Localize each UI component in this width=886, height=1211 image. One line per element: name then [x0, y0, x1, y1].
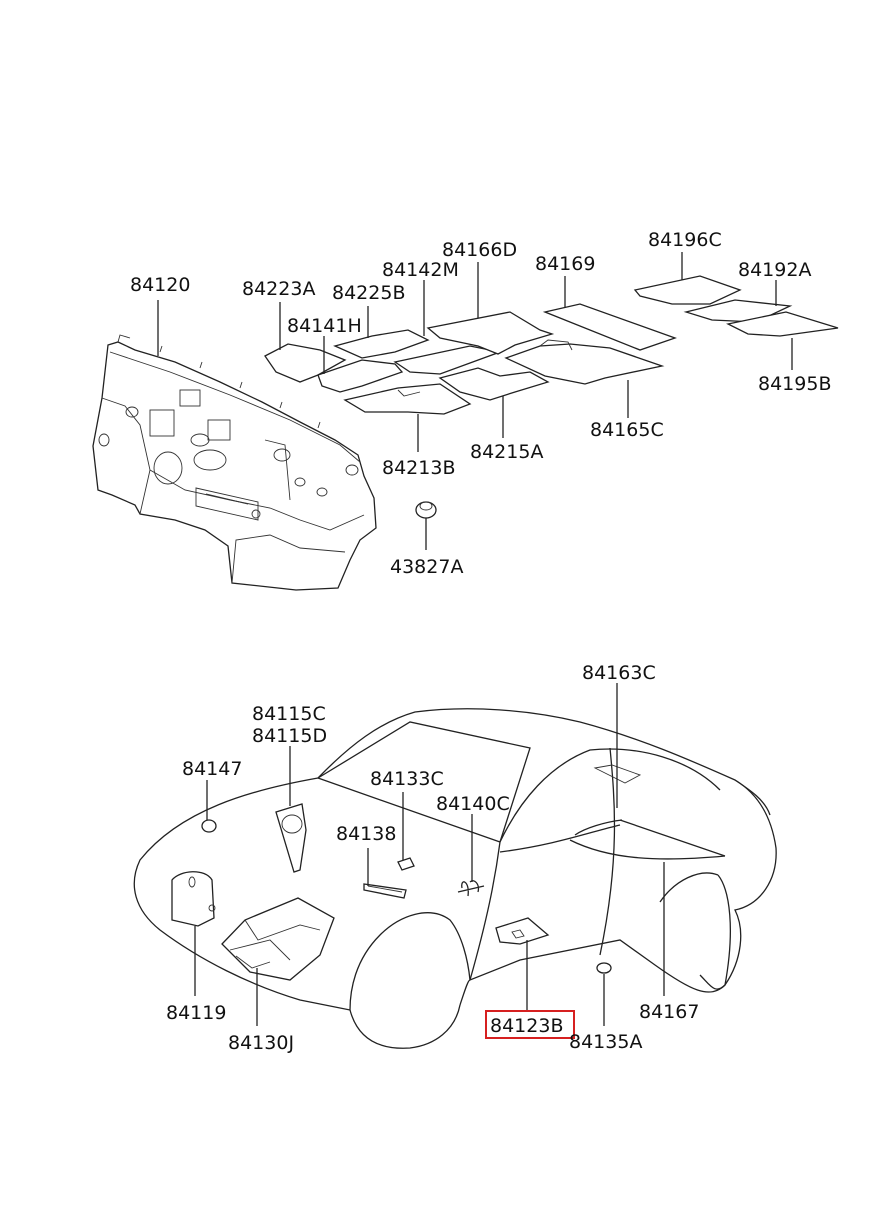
label-84138: 84138: [336, 823, 396, 845]
label-84166D: 84166D: [442, 239, 517, 261]
label-84192A: 84192A: [738, 259, 811, 281]
floor-pad-84195B: [726, 311, 839, 337]
floor-pad-84213B: [343, 383, 472, 415]
leader-lines-upper: [157, 252, 793, 550]
label-84142M: 84142M: [382, 259, 459, 281]
label-84140C: 84140C: [436, 793, 510, 815]
hood-insulator-84115: [275, 803, 307, 873]
part-labels-upper: 84120 84223A 84225B 84142M 84166D 84169 …: [130, 229, 831, 578]
highlight-box: [485, 1010, 575, 1039]
label-84115D: 84115D: [252, 725, 327, 747]
insulator-84130J: [221, 897, 335, 981]
label-84123B[interactable]: 84123B: [490, 1015, 563, 1037]
label-84195B: 84195B: [758, 373, 831, 395]
label-84167: 84167: [639, 1001, 699, 1023]
label-84135A: 84135A: [569, 1031, 642, 1053]
floor-pad-84223A: [264, 343, 347, 383]
floor-pad-84196C: [633, 275, 742, 305]
floor-pad-84165C: [504, 339, 665, 385]
label-84223A: 84223A: [242, 278, 315, 300]
dash-insulator-panel: [92, 334, 377, 591]
label-84213B: 84213B: [382, 457, 455, 479]
label-84163C: 84163C: [582, 662, 656, 684]
label-84169: 84169: [535, 253, 595, 275]
label-84120: 84120: [130, 274, 190, 296]
plug-84135A: [596, 962, 612, 974]
pad-84123B: [495, 917, 550, 945]
leader-lines-lower: [194, 683, 665, 1026]
floor-pad-84141H: [317, 359, 404, 393]
clip-84133C: [397, 857, 415, 871]
floor-pad-84169: [542, 303, 677, 351]
pad-84119: [171, 871, 216, 927]
pad-84138: [363, 883, 407, 899]
label-84215A: 84215A: [470, 441, 543, 463]
label-84165C: 84165C: [590, 419, 664, 441]
label-84225B: 84225B: [332, 282, 405, 304]
label-84141H: 84141H: [287, 315, 362, 337]
grommet-43827A: [415, 501, 437, 519]
floor-pad-84225B: [333, 329, 430, 359]
label-84119: 84119: [166, 1002, 226, 1024]
clip-84140C: [457, 880, 485, 897]
label-84147: 84147: [182, 758, 242, 780]
label-43827A: 43827A: [390, 556, 463, 578]
plug-84147: [201, 819, 217, 833]
floor-pad-84142M: [393, 345, 503, 375]
part-labels-lower: 84163C 84115C 84115D 84147 84133C 84140C…: [166, 662, 699, 1054]
floor-pad-84215A: [438, 367, 550, 401]
label-84133C: 84133C: [370, 768, 444, 790]
label-84130J: 84130J: [228, 1032, 294, 1054]
floor-pad-84166D: [426, 311, 555, 355]
label-84196C: 84196C: [648, 229, 722, 251]
label-84115C: 84115C: [252, 703, 326, 725]
car-body-outline: [133, 708, 777, 1049]
